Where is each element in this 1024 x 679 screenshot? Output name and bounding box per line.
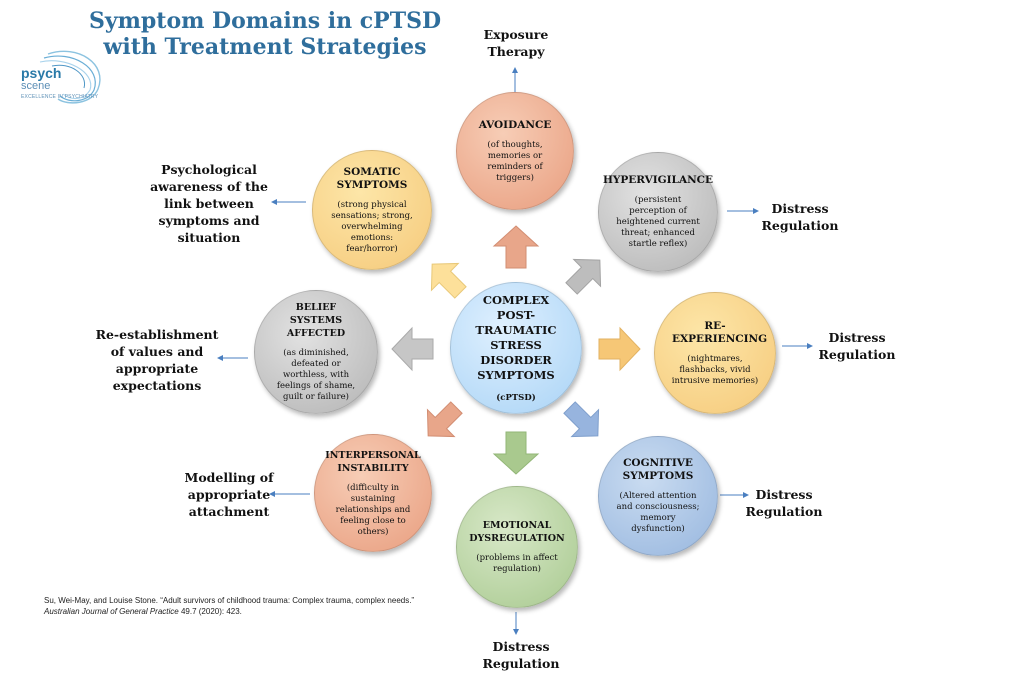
left-arrow-icon	[391, 326, 434, 372]
circle-emotional-dysregulation: EMOTIONAL DYSREGULATION (problems in aff…	[456, 486, 578, 608]
up-left-arrow-icon	[430, 262, 467, 299]
circle-hypervigilance: HYPERVIGILANCE (persistent perception of…	[598, 152, 718, 272]
down-right-arrow-icon	[563, 401, 600, 438]
strategy-reexperiencing: Distress Regulation	[818, 330, 896, 362]
avoidance-desc: (of thoughts, memories or reminders of t…	[487, 139, 543, 183]
strategy-hypervigilance: Distress Regulation	[761, 201, 839, 233]
reexperiencing-desc: (nightmares, flashbacks, vivid intrusive…	[671, 353, 759, 386]
citation-details: 49.7 (2020): 423.	[180, 607, 242, 616]
circle-cognitive: COGNITIVE SYMPTOMS (Altered attention an…	[598, 436, 718, 556]
strategy-interpersonal: Modelling of appropriate attachment	[184, 470, 274, 519]
belief-desc: (as diminished, defeated or worthless, w…	[276, 348, 356, 402]
cognitive-title: COGNITIVE SYMPTOMS	[622, 457, 694, 482]
strategy-cognitive: Distress Regulation	[745, 487, 823, 519]
emotional-desc: (problems in affect regulation)	[476, 553, 558, 574]
interpersonal-title: INTERPERSONAL INSTABILITY	[325, 449, 421, 474]
center-circle-cptsd: COMPLEX POST-TRAUMATIC STRESS DISORDER S…	[450, 282, 582, 414]
psychscene-logo: psych scene EXCELLENCE IN PSYCHIATRY	[8, 44, 108, 108]
somatic-title: SOMATIC SYMPTOMS	[336, 165, 408, 191]
logo-tagline: EXCELLENCE IN PSYCHIATRY	[21, 94, 99, 100]
logo-swirl-icon	[39, 50, 101, 104]
hypervigilance-desc: (persistent perception of heightened cur…	[616, 195, 700, 249]
up-right-arrow-icon	[565, 258, 602, 295]
somatic-desc: (strong physical sensations; strong, ove…	[331, 199, 413, 254]
logo-wordmark-psych: psych	[21, 65, 62, 81]
belief-title: BELIEF SYSTEMS AFFECTED	[286, 302, 346, 339]
center-desc: (cPTSD)	[496, 392, 536, 403]
avoidance-title: AVOIDANCE	[478, 118, 552, 131]
citation: Su, Wei-May, and Louise Stone. “Adult su…	[44, 595, 444, 617]
circle-belief-systems: BELIEF SYSTEMS AFFECTED (as diminished, …	[254, 290, 378, 414]
citation-text: Su, Wei-May, and Louise Stone. “Adult su…	[44, 596, 415, 605]
right-arrow-icon	[598, 326, 641, 372]
center-title: COMPLEX POST-TRAUMATIC STRESS DISORDER S…	[475, 292, 557, 382]
cognitive-desc: (Altered attention and consciousness; me…	[616, 491, 700, 534]
diagram-title: Symptom Domains in cPTSD with Treatment …	[88, 8, 442, 60]
circle-reexperiencing: RE-EXPERIENCING (nightmares, flashbacks,…	[654, 292, 776, 414]
up-arrow-icon	[492, 225, 540, 269]
strategy-belief: Re-establishment of values and appropria…	[95, 327, 219, 393]
strategy-somatic: Psychological awareness of the link betw…	[150, 162, 268, 245]
interpersonal-desc: (difficulty in sustaining relationships …	[335, 482, 411, 537]
down-arrow-icon	[492, 431, 540, 475]
circle-avoidance: AVOIDANCE (of thoughts, memories or remi…	[456, 92, 574, 210]
circle-interpersonal-instability: INTERPERSONAL INSTABILITY (difficulty in…	[314, 434, 432, 552]
down-left-arrow-icon	[426, 401, 463, 438]
hypervigilance-title: HYPERVIGILANCE	[602, 174, 714, 186]
reexperiencing-title: RE-EXPERIENCING	[672, 319, 768, 345]
logo-wordmark-scene: scene	[21, 80, 51, 92]
circle-somatic-symptoms: SOMATIC SYMPTOMS (strong physical sensat…	[312, 150, 432, 270]
strategy-emotional: Distress Regulation	[482, 639, 560, 671]
strategy-avoidance: Exposure Therapy	[483, 27, 549, 59]
emotional-title: EMOTIONAL DYSREGULATION	[469, 520, 565, 544]
citation-journal: Australian Journal of General Practice	[44, 607, 179, 616]
